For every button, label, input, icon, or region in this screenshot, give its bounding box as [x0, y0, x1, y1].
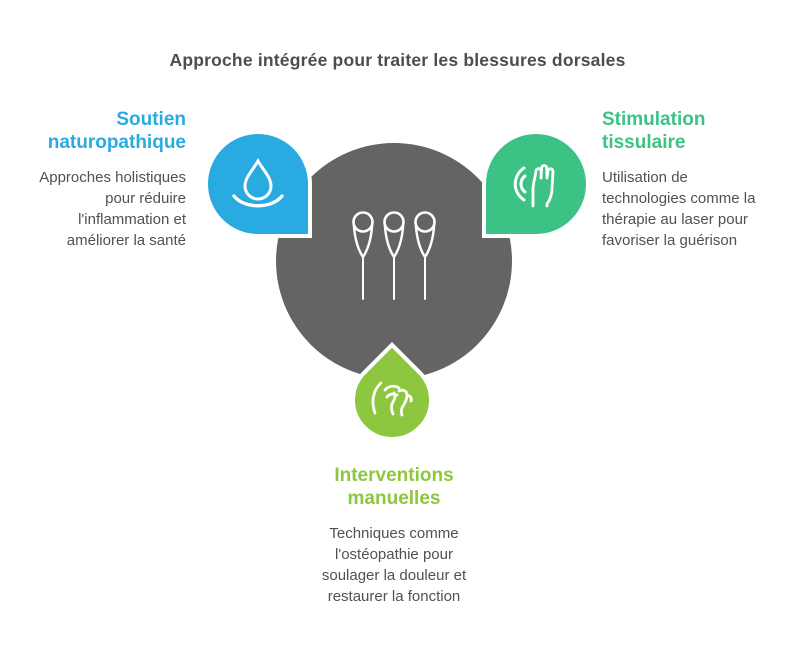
naturopathic-description: Approches holistiques pour réduire l'inf… [28, 167, 186, 251]
body-line: favoriser la guérison [602, 232, 738, 249]
body-line: l'ostéopathie pour [335, 546, 453, 563]
naturopathic-text-block: Soutien naturopathique Approches holisti… [28, 108, 186, 251]
body-line: pour réduire [105, 190, 186, 207]
manual-interventions-heading: Interventions manuelles [282, 464, 506, 510]
page-title: Approche intégrée pour traiter les bless… [169, 50, 626, 70]
heading-line: Stimulation [602, 109, 706, 130]
heading-line: tissulaire [602, 132, 686, 153]
massage-hand-icon [371, 381, 413, 417]
hand-stimulation-icon [513, 164, 555, 208]
body-line: Approches holistiques [39, 169, 186, 186]
heading-line: Interventions [334, 465, 454, 486]
acupuncture-needles-icon [352, 211, 436, 300]
heading-line: manuelles [347, 488, 441, 509]
body-line: l'inflammation et [78, 211, 186, 228]
naturopathic-pin [204, 130, 312, 238]
body-line: Techniques comme [329, 525, 459, 542]
center-circle [276, 143, 512, 379]
tissue-stimulation-description: Utilisation de technologies comme la thé… [602, 167, 788, 251]
body-line: restaurer la fonction [327, 588, 461, 605]
manual-interventions-drop [334, 342, 450, 458]
body-line: Utilisation de [602, 169, 688, 186]
body-line: soulager la douleur et [321, 567, 467, 584]
manual-interventions-text-block: Interventions manuelles Techniques comme… [282, 464, 506, 607]
heading-line: Soutien [116, 109, 186, 130]
tissue-stimulation-text-block: Stimulation tissulaire Utilisation de te… [602, 108, 788, 251]
body-line: thérapie au laser pour [602, 211, 748, 228]
naturopathic-heading: Soutien naturopathique [28, 108, 186, 154]
water-drop-icon [232, 158, 284, 208]
heading-line: naturopathique [47, 132, 186, 153]
body-line: technologies comme la [602, 190, 756, 207]
tissue-stimulation-heading: Stimulation tissulaire [602, 108, 788, 154]
manual-interventions-description: Techniques comme l'ostéopathie pour soul… [282, 523, 506, 607]
tissue-stimulation-pin [482, 130, 590, 238]
body-line: améliorer la santé [66, 232, 186, 249]
